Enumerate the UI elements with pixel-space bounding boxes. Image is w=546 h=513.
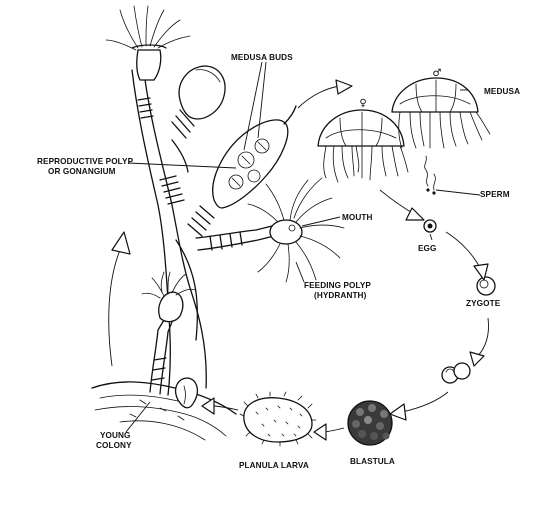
settled-planula [174,377,199,409]
label-medusa: MEDUSA [484,87,520,96]
label-young-colony-1: YOUNG [100,431,131,440]
upper-bud-polyp [171,65,226,173]
label-egg: EGG [418,244,437,253]
label-young-colony-2: COLONY [96,441,132,450]
label-reproductive-polyp-1: REPRODUCTIVE POLYP [37,157,134,166]
sperm-cells [424,155,436,195]
two-cell-stage [441,362,471,384]
hydranth [195,177,345,283]
planula-larva [239,391,317,447]
male-symbol: ♂ [433,68,442,79]
label-blastula: BLASTULA [350,457,395,466]
label-planula-larva: PLANULA LARVA [239,461,309,470]
label-medusa-buds: MEDUSA BUDS [231,53,293,62]
male-medusa [391,77,491,149]
gonangium [187,105,297,237]
colony-stalk [131,69,207,396]
female-medusa [317,109,409,183]
label-reproductive-polyp-2: OR GONANGIUM [48,167,116,176]
zygote [476,276,496,296]
label-sperm: SPERM [480,190,510,199]
blastula [347,400,393,446]
egg [423,219,437,233]
seafloor [91,381,237,441]
young-colony [141,271,197,395]
leader-lines [125,61,481,433]
label-feeding-polyp-1: FEEDING POLYP [304,281,371,290]
label-zygote: ZYGOTE [466,299,501,308]
female-symbol: ♀ [359,98,366,109]
label-mouth: MOUTH [342,213,373,222]
cycle-arrows [108,79,489,441]
top-feeding-polyp [105,5,191,81]
label-feeding-polyp-2: (HYDRANTH) [314,291,367,300]
